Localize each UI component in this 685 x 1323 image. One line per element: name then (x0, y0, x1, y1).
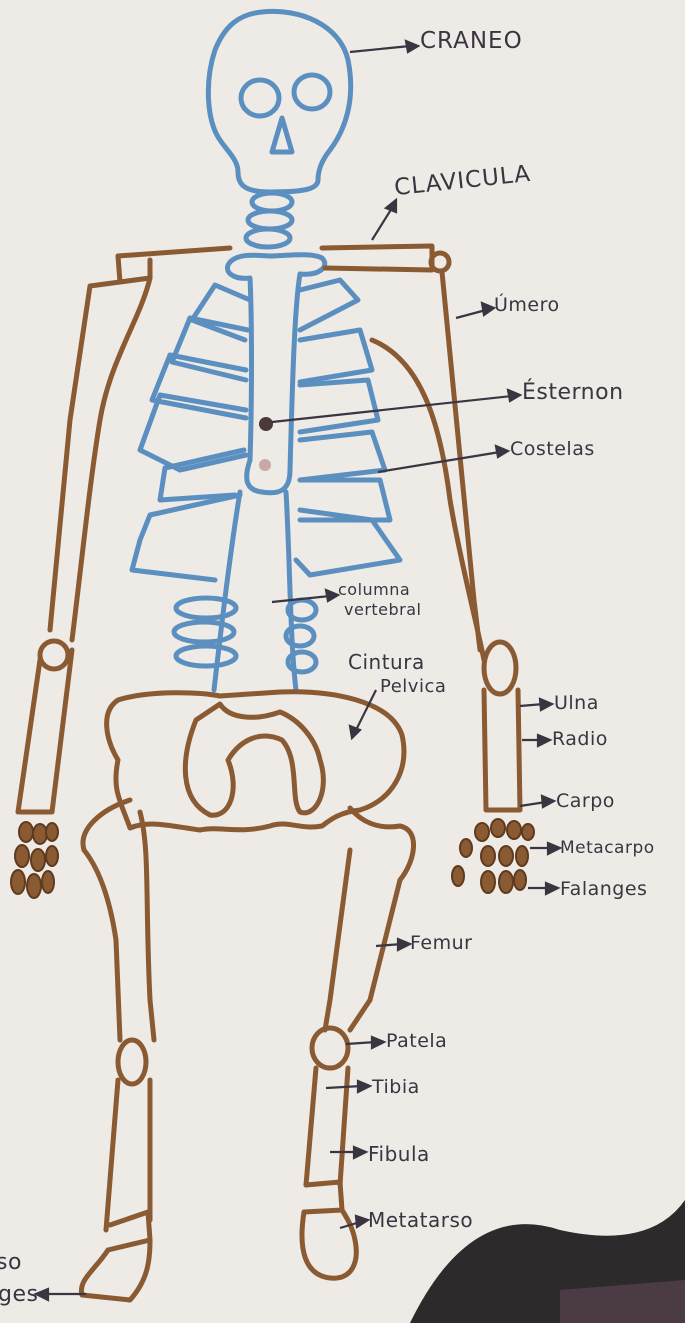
sternum-dot (259, 417, 273, 431)
label-falanges: Falanges (560, 878, 647, 900)
label-columna-line1: columna (338, 580, 410, 599)
label-fibula: Fibula (368, 1142, 430, 1166)
label-ulna: Ulna (554, 692, 599, 714)
label-patela: Patela (386, 1030, 447, 1052)
label-craneo: CRANEO (420, 28, 523, 54)
sternum-dot-light (259, 459, 271, 471)
label-metacarpo: Metacarpo (560, 838, 655, 858)
label-cintura-line2: Pelvica (380, 676, 446, 697)
label-carpo: Carpo (556, 790, 615, 812)
label-columna-line2: vertebral (344, 600, 422, 619)
label-metatarso: Metatarso (368, 1208, 473, 1232)
label-cut-left-top: so (0, 1250, 22, 1275)
label-radio: Radio (552, 728, 608, 750)
label-umero: Úmero (494, 294, 560, 316)
label-femur: Femur (410, 932, 472, 954)
label-tibia: Tibia (372, 1076, 420, 1098)
label-cut-left-bottom: ges (0, 1282, 38, 1307)
label-costelas: Costelas (510, 438, 595, 460)
label-esternon: Ésternon (522, 380, 624, 405)
label-cintura-line1: Cintura (348, 650, 425, 674)
